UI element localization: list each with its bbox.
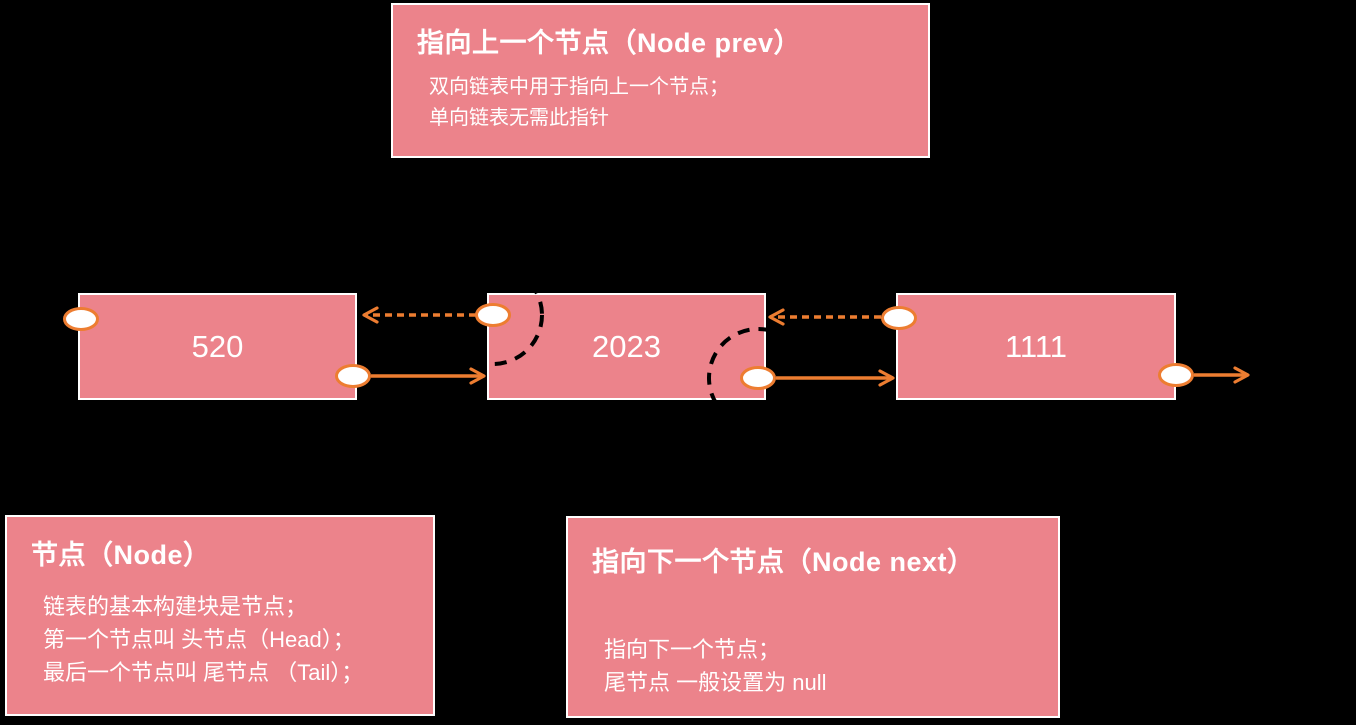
callout-node-next-line-2: 尾节点 一般设置为 null: [604, 670, 827, 695]
callout-node-prev-title: 指向上一个节点（Node prev）: [417, 28, 802, 58]
callout-node-title: 节点（Node）: [31, 540, 211, 570]
callout-node: 节点（Node） 链表的基本构建块是节点； 第一个节点叫 头节点（Head）； …: [5, 515, 435, 716]
list-node-middle: 2023: [487, 293, 766, 400]
callout-node-next-line-1: 指向下一个节点；: [604, 637, 781, 662]
list-node-head: 520: [78, 293, 357, 400]
callout-node-line-1: 链表的基本构建块是节点；: [43, 594, 308, 619]
list-node-middle-value: 2023: [592, 328, 661, 364]
callout-node-prev-line-2: 单向链表无需此指针: [429, 107, 609, 129]
callout-node-next-body: 指向下一个节点； 尾节点 一般设置为 null: [604, 633, 1058, 699]
callout-node-line-3: 最后一个节点叫 尾节点 （Tail）；: [43, 660, 364, 685]
list-node-tail: 1111: [896, 293, 1176, 400]
callout-node-next-title: 指向下一个节点（Node next）: [592, 547, 975, 577]
list-node-tail-value: 1111: [1004, 328, 1068, 364]
callout-node-body: 链表的基本构建块是节点； 第一个节点叫 头节点（Head）； 最后一个节点叫 尾…: [43, 590, 433, 689]
callout-node-prev: 指向上一个节点（Node prev） 双向链表中用于指向上一个节点； 单向链表无…: [391, 3, 930, 158]
list-node-head-value: 520: [191, 328, 244, 364]
callout-node-prev-body: 双向链表中用于指向上一个节点； 单向链表无需此指针: [429, 72, 928, 134]
callout-node-prev-line-1: 双向链表中用于指向上一个节点；: [429, 76, 729, 98]
callout-node-line-2: 第一个节点叫 头节点（Head）；: [43, 627, 355, 652]
callout-node-next: 指向下一个节点（Node next） 指向下一个节点； 尾节点 一般设置为 nu…: [566, 516, 1060, 718]
